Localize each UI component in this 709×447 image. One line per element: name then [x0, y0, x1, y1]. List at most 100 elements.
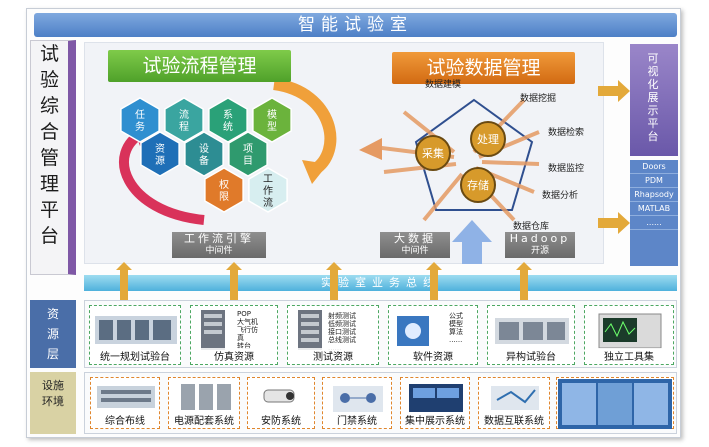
resource-software: 公式 模型 算法 ...... 软件资源	[388, 305, 478, 365]
hexagon-label: 项目	[243, 143, 253, 167]
resource-layer-label: 资 源 层	[30, 300, 76, 368]
bus-connectors	[116, 262, 532, 308]
test-rack-image	[298, 310, 322, 350]
facility-data-link-label: 数据互联系统	[479, 412, 549, 427]
facility-cabling-label: 综合布线	[91, 412, 159, 427]
test-item: 总线测试	[328, 336, 356, 344]
bigdata-middleware-sub: 中间件	[401, 246, 429, 256]
hexagon-label: 工作流	[263, 174, 273, 209]
hexagon-label: 设备	[199, 143, 209, 167]
resource-test: 射频测试 低频测试 接口测试 总线测试 ...... 测试资源	[287, 305, 379, 365]
facility-label-char: 环	[42, 395, 53, 408]
testbed-image	[95, 316, 177, 344]
facility-access: 门禁系统	[322, 377, 392, 429]
workflow-middleware-sub: 中间件	[205, 246, 233, 256]
platform-title-char: 试	[39, 43, 59, 65]
software-items: 公式 模型 算法 ......	[449, 312, 463, 344]
tool-list: Doors PDM Rhapsody MATLAB ......	[630, 160, 678, 266]
data-item-warehouse: 数据仓库	[513, 222, 550, 232]
test-items: 射频测试 低频测试 接口测试 总线测试 ......	[328, 312, 356, 352]
platform-title-char: 综	[39, 95, 59, 117]
collect-circle	[415, 135, 451, 171]
data-item-analysis: 数据分析	[542, 191, 579, 201]
hexagon	[140, 131, 180, 177]
facility-label-char: 施	[53, 379, 64, 392]
data-item-monitor: 数据监控	[548, 164, 585, 174]
hexagon	[184, 131, 224, 177]
storage-label: 存储	[467, 178, 489, 192]
resource-label-char: 资	[46, 307, 59, 321]
software-item: 公式	[449, 312, 463, 320]
hexagon-label: 系统	[223, 109, 233, 133]
hadoop-title: Hadoop	[509, 232, 571, 245]
bigdata-middleware-title: 大数据	[394, 232, 436, 245]
facility-poster	[556, 377, 674, 429]
hexagon	[204, 167, 244, 213]
data-pentagon	[414, 98, 534, 211]
facility-label-char: 设	[42, 379, 53, 392]
hexagon-label: 模型	[267, 109, 277, 133]
tool-matlab: MATLAB	[630, 202, 678, 216]
data-management-title: 试验数据管理	[392, 52, 575, 84]
platform-title-char: 合	[39, 121, 59, 143]
platform-title: 试 验 综 合 管 理 平 台	[30, 40, 76, 275]
resource-software-label: 软件资源	[389, 348, 477, 363]
facility-display: 集中展示系统	[400, 377, 470, 429]
process-management-title: 试验流程管理	[108, 50, 291, 82]
tool-doors: Doors	[630, 160, 678, 174]
sim-item: 真	[237, 334, 244, 342]
facility-layer-label: 设施 环境	[30, 372, 76, 434]
resource-unified-testbed: 统一规划试验台	[89, 305, 181, 365]
software-item: 模型	[449, 320, 463, 328]
cycle-arrow-red	[119, 127, 205, 225]
display-wall-image	[409, 384, 463, 412]
test-item: 接口测试	[328, 328, 356, 336]
sim-item: 大气机	[237, 318, 258, 326]
platform-title-char: 台	[39, 225, 59, 247]
hexagon-label: 流程	[179, 108, 189, 133]
facility-cabling: 综合布线	[90, 377, 160, 429]
software-item: 算法	[449, 328, 463, 336]
resource-heterogeneous-label: 异构试验台	[488, 348, 574, 363]
flow-arrow-left-head	[359, 138, 382, 160]
resource-tools: 独立工具集	[584, 305, 674, 365]
facility-power-label: 电源配套系统	[169, 412, 239, 427]
cycle-arrow-orange	[272, 78, 337, 176]
test-item: 低频测试	[328, 320, 356, 328]
power-image	[181, 384, 231, 410]
access-control-image	[333, 386, 383, 412]
hexagon-label: 任务	[135, 108, 145, 133]
platform-title-char: 管	[39, 147, 59, 169]
platform-title-char: 验	[39, 69, 59, 91]
hexagon	[228, 131, 268, 177]
cabling-image	[97, 386, 155, 408]
resource-simulation: POP 大气机 飞行仿 真 转台 仿真资源	[190, 305, 278, 365]
process-circle	[470, 121, 506, 157]
hexagon	[252, 97, 292, 143]
facility-security-label: 安防系统	[248, 412, 314, 427]
upload-arrow	[452, 220, 492, 264]
security-camera-image	[263, 389, 295, 403]
facility-access-label: 门禁系统	[323, 412, 391, 427]
facility-power: 电源配套系统	[168, 377, 240, 429]
data-item-modeling: 数据建模	[425, 80, 462, 90]
banner-title: 智能试验室	[34, 13, 677, 37]
visual-platform-label: 可视化展示平台	[647, 52, 659, 143]
resource-row	[84, 300, 677, 368]
sim-item: 飞行仿	[237, 326, 258, 334]
process-label: 处理	[477, 133, 499, 146]
sim-item: 转台	[237, 342, 251, 350]
hadoop-box: Hadoop 开源	[505, 232, 575, 258]
data-item-search: 数据检索	[548, 128, 585, 138]
platform-title-char: 平	[39, 199, 59, 221]
resource-simulation-label: 仿真资源	[191, 348, 277, 363]
visual-platform: 可视化展示平台	[630, 44, 678, 156]
facility-data-link: 数据互联系统	[478, 377, 550, 429]
hetero-testbed-image	[495, 318, 569, 344]
pentagon-circles: 采集 处理 存储	[415, 121, 506, 203]
tool-pdm: PDM	[630, 174, 678, 188]
collect-label: 采集	[422, 146, 444, 160]
hexagon-label: 权限	[219, 178, 229, 203]
simulation-items: POP 大气机 飞行仿 真 转台	[237, 310, 258, 350]
